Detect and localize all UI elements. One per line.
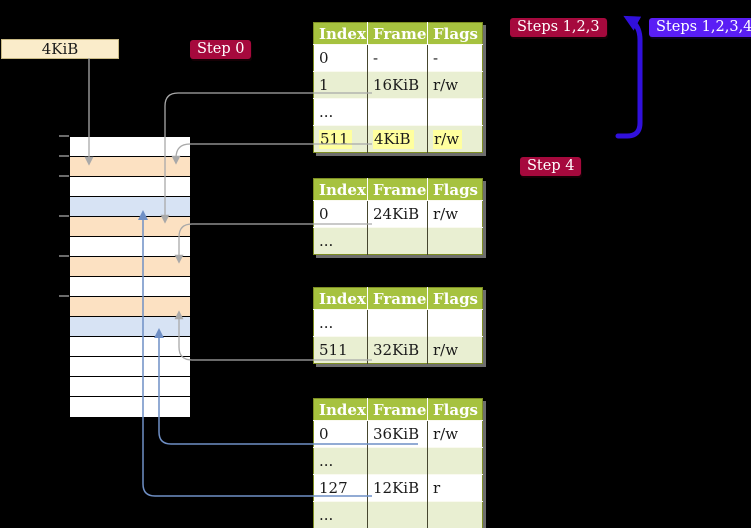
flags-column-header: Flags xyxy=(427,178,483,201)
highlighted-value: 511 xyxy=(319,130,352,149)
physical-memory-column xyxy=(69,136,191,418)
flags-cell: - xyxy=(427,44,483,72)
memory-frame-row-white xyxy=(70,357,190,377)
flags-cell: r/w xyxy=(427,420,483,448)
index-cell: 511 xyxy=(313,336,368,364)
page-table-l4: Index Frame Flags 0 - - 1 16KiB r/w ... … xyxy=(313,22,483,153)
memory-frame-row-peach xyxy=(70,157,190,177)
index-column-header: Index xyxy=(313,22,368,45)
flags-cell xyxy=(427,447,483,475)
index-column-header: Index xyxy=(313,398,368,421)
memory-frame-row-white xyxy=(70,177,190,197)
flags-cell: r/w xyxy=(427,71,483,99)
highlighted-value: 4KiB xyxy=(373,130,414,149)
step0-badge: Step 0 xyxy=(190,40,252,59)
index-cell: ... xyxy=(313,227,368,255)
highlighted-value: r/w xyxy=(433,130,463,149)
frame-cell: 12KiB xyxy=(367,474,428,502)
table-row: ... xyxy=(313,501,483,528)
index-cell: 0 xyxy=(313,420,368,448)
flags-cell: r/w xyxy=(427,200,483,228)
table-row-recursive-entry: 511 4KiB r/w xyxy=(313,125,483,153)
table-row: ... xyxy=(313,98,483,126)
table-header-row: Index Frame Flags xyxy=(313,22,483,45)
flags-column-header: Flags xyxy=(427,398,483,421)
table-row: 1 16KiB r/w xyxy=(313,71,483,99)
page-table-l3: Index Frame Flags 0 24KiB r/w ... xyxy=(313,178,483,255)
frame-cell xyxy=(367,501,428,528)
memory-frame-row-white xyxy=(70,397,190,417)
index-cell: ... xyxy=(313,501,368,528)
frame-cell xyxy=(367,227,428,255)
table-header-row: Index Frame Flags xyxy=(313,178,483,201)
frame-column-header: Frame xyxy=(367,398,428,421)
flags-column-header: Flags xyxy=(427,287,483,310)
index-cell: ... xyxy=(313,98,368,126)
flags-cell xyxy=(427,501,483,528)
recursive-loop-arrow xyxy=(615,15,643,139)
flags-cell: r xyxy=(427,474,483,502)
memory-frame-row-blue xyxy=(70,317,190,337)
table-row: ... xyxy=(313,309,483,337)
frame-column-header: Frame xyxy=(367,178,428,201)
frame-cell: - xyxy=(367,44,428,72)
index-cell: ... xyxy=(313,309,368,337)
frame-column-header: Frame xyxy=(367,287,428,310)
frame-column-header: Frame xyxy=(367,22,428,45)
index-cell: 0 xyxy=(313,200,368,228)
memory-frame-row-white xyxy=(70,137,190,157)
frame-cell: 24KiB xyxy=(367,200,428,228)
memory-frame-row-peach xyxy=(70,217,190,237)
memory-frame-row-blue xyxy=(70,197,190,217)
page-table-l2: Index Frame Flags ... 511 32KiB r/w xyxy=(313,287,483,364)
steps1234-badge: Steps 1,2,3,4 xyxy=(649,18,751,37)
memory-frame-row-peach xyxy=(70,257,190,277)
memory-frame-row-white xyxy=(70,277,190,297)
index-cell: 511 xyxy=(313,125,368,153)
table-row: ... xyxy=(313,447,483,475)
frame-cell: 32KiB xyxy=(367,336,428,364)
frame-size-label: 4KiB xyxy=(1,39,119,59)
index-column-header: Index xyxy=(313,178,368,201)
table-row: 0 24KiB r/w xyxy=(313,200,483,228)
table-header-row: Index Frame Flags xyxy=(313,287,483,310)
flags-cell: r/w xyxy=(427,336,483,364)
memory-address-ticks xyxy=(59,135,69,297)
frame-cell xyxy=(367,98,428,126)
table-row: 127 12KiB r xyxy=(313,474,483,502)
steps123-badge: Steps 1,2,3 xyxy=(510,18,607,37)
flags-cell xyxy=(427,227,483,255)
index-cell: 127 xyxy=(313,474,368,502)
index-column-header: Index xyxy=(313,287,368,310)
frame-cell: 16KiB xyxy=(367,71,428,99)
frame-cell: 4KiB xyxy=(367,125,428,153)
flags-cell xyxy=(427,98,483,126)
flags-column-header: Flags xyxy=(427,22,483,45)
table-row: ... xyxy=(313,227,483,255)
page-table-l1: Index Frame Flags 0 36KiB r/w ... 127 12… xyxy=(313,398,483,528)
table-row: 0 36KiB r/w xyxy=(313,420,483,448)
index-cell: 1 xyxy=(313,71,368,99)
index-cell: 0 xyxy=(313,44,368,72)
table-row: 511 32KiB r/w xyxy=(313,336,483,364)
frame-cell xyxy=(367,447,428,475)
memory-frame-row-white xyxy=(70,337,190,357)
memory-frame-row-peach xyxy=(70,297,190,317)
flags-cell xyxy=(427,309,483,337)
step4-badge: Step 4 xyxy=(520,157,582,176)
memory-frame-row-white xyxy=(70,237,190,257)
table-header-row: Index Frame Flags xyxy=(313,398,483,421)
frame-cell: 36KiB xyxy=(367,420,428,448)
frame-cell xyxy=(367,309,428,337)
index-cell: ... xyxy=(313,447,368,475)
flags-cell: r/w xyxy=(427,125,483,153)
table-row: 0 - - xyxy=(313,44,483,72)
memory-frame-row-white xyxy=(70,377,190,397)
